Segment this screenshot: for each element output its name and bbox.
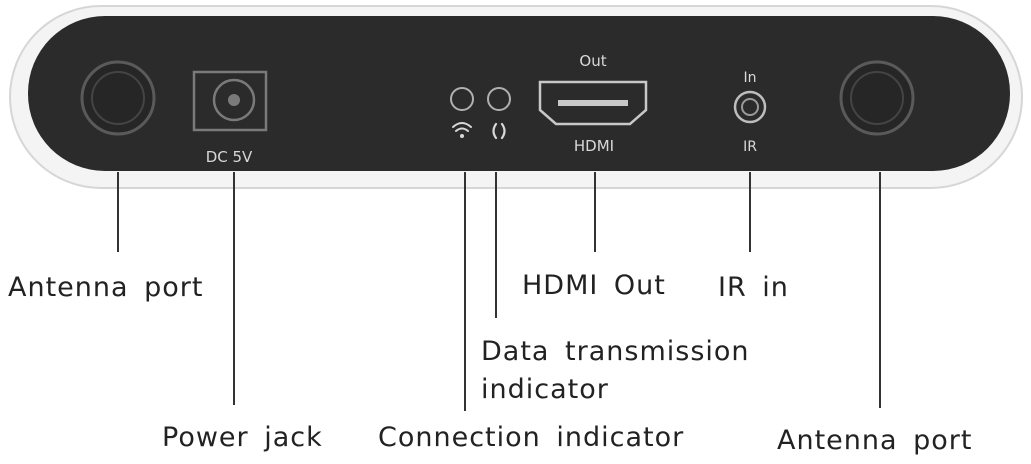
link-icon: [492, 122, 506, 140]
callout-antenna-port-left: Antenna port: [8, 272, 204, 303]
callout-hdmi-out: HDMI Out: [522, 270, 666, 301]
ir-port-connector: [733, 90, 767, 124]
dc-label: DC 5V: [206, 148, 253, 166]
power-jack-connector: [192, 70, 268, 132]
hdmi-port-connector: [538, 80, 648, 126]
hdmi-top-label: Out: [579, 52, 606, 70]
callout-antenna-port-right: Antenna port: [777, 425, 973, 456]
callout-ir-in: IR in: [718, 272, 789, 303]
callout-data-transmission-indicator-line1: Data transmission: [481, 336, 750, 367]
ir-top-label: In: [743, 70, 756, 86]
leader-lines: [117, 172, 881, 411]
antenna-port-right-connector: [839, 60, 915, 136]
callout-connection-indicator: Connection indicator: [378, 422, 685, 453]
connection-led: [450, 87, 474, 111]
antenna-port-left-connector: [80, 60, 156, 136]
hdmi-bottom-label: HDMI: [574, 137, 614, 155]
data-led: [487, 87, 511, 111]
callout-data-transmission-indicator-line2: indicator: [481, 374, 609, 405]
callout-power-jack: Power jack: [162, 422, 323, 453]
device-panel: [28, 16, 1010, 171]
ir-bottom-label: IR: [743, 139, 757, 155]
wifi-icon: [452, 122, 472, 138]
